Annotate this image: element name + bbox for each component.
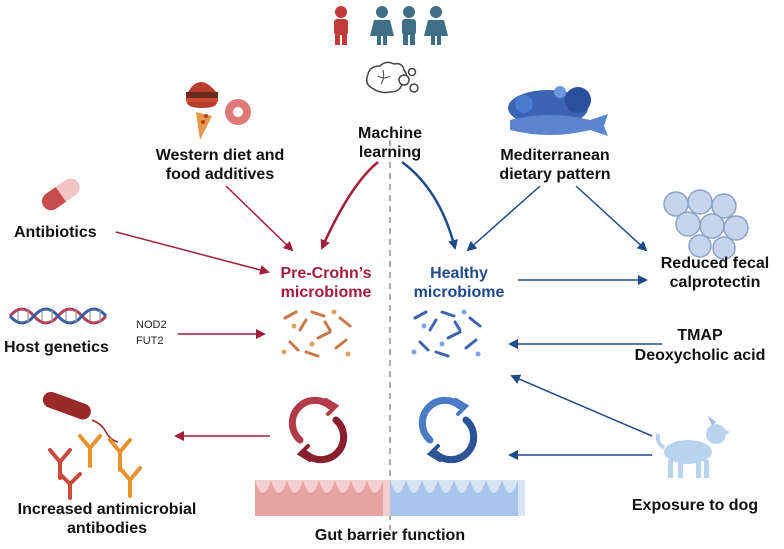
arrow-dog-to-bacteria — [510, 374, 653, 437]
junk-food-icon — [186, 82, 251, 140]
antibiotic-capsule-icon — [41, 178, 80, 211]
bacterium-icon — [42, 391, 119, 443]
arrow-ml-to-healthy — [401, 160, 458, 250]
gene-nod2-label: NOD2 — [136, 319, 167, 331]
mediterranean-food-icon — [508, 86, 608, 136]
cycle-arrows-icon — [288, 396, 348, 464]
antibodies-icon — [48, 434, 142, 500]
reduced-calprotectin-label: Reduced fecal calprotectin — [660, 255, 770, 292]
antibodies-label: Increased antimicrobial antibodies — [17, 501, 197, 538]
gut-barrier-label: Gut barrier function — [314, 527, 466, 544]
deoxycholic-label: Deoxycholic acid — [634, 347, 766, 364]
bacteria-cluster-icon — [281, 309, 352, 358]
host-genetics-label: Host genetics — [4, 339, 109, 356]
western-diet-label: Western diet and food additives — [155, 147, 285, 184]
arrow-western-diet-to-pre-crohns — [225, 185, 294, 252]
bacteria-cluster-icon — [411, 309, 482, 358]
cycle-arrows-icon — [418, 396, 478, 464]
gene-fut2-label: FUT2 — [136, 335, 164, 347]
tmap-label: TMAP — [677, 327, 723, 344]
gut-villi-icon — [255, 480, 525, 516]
machine-learning-brain-icon — [365, 61, 419, 94]
people-icon — [334, 6, 448, 45]
dog-icon — [655, 416, 730, 478]
antibiotics-label: Antibiotics — [14, 224, 97, 241]
healthy-label: Healthy microbiome — [413, 265, 505, 302]
arrow-antibiotics-to-pre-crohns — [115, 231, 270, 275]
calprotectin-cells-icon — [663, 189, 749, 260]
arrow-mediterranean-to-healthy — [466, 185, 541, 252]
pre-crohns-label: Pre-Crohn’s microbiome — [280, 265, 372, 302]
machine-learning-label: Machine learning — [357, 125, 422, 162]
mediterranean-label: Mediterranean dietary pattern — [499, 147, 611, 184]
arrow-mediterranean-to-calprotectin — [575, 185, 648, 252]
dna-helix-icon — [8, 307, 108, 325]
exposure-dog-label: Exposure to dog — [631, 497, 759, 514]
arrow-ml-to-pre-crohns — [320, 161, 379, 250]
